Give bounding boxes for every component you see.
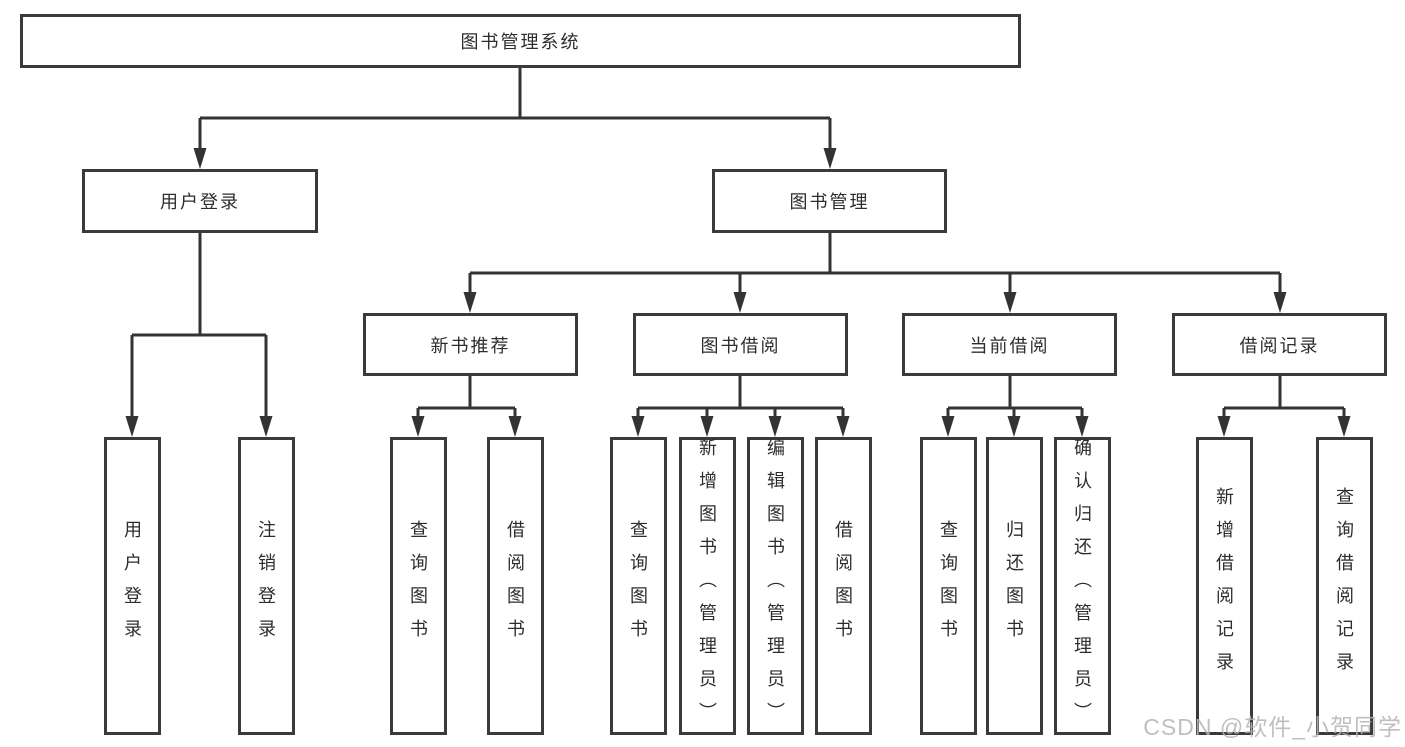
connector-book-management-to-level3 xyxy=(468,233,1282,295)
node-borrow-records-label: 借阅记录 xyxy=(1239,335,1320,356)
leaf-confirm-return-admin: 确认归还（管理员） xyxy=(1053,437,1111,735)
csdn-watermark: CSDN @软件_小贺同学 xyxy=(1143,714,1402,740)
leaf-query-books-current-label: 查询图书 xyxy=(938,520,958,652)
node-root-label: 图书管理系统 xyxy=(460,32,581,52)
leaf-query-books-current: 查询图书 xyxy=(919,437,977,735)
connector-new-book-recommend-to-leaves xyxy=(416,376,517,419)
leaf-user-login-label: 用户登录 xyxy=(122,520,142,652)
node-new-book-recommend-label: 新书推荐 xyxy=(430,335,511,356)
leaf-return-book-label: 归还图书 xyxy=(1004,520,1024,652)
node-new-book-recommend: 新书推荐 xyxy=(363,313,578,376)
leaf-query-borrow-record: 查询借阅记录 xyxy=(1315,437,1373,735)
leaf-query-books-borrow-label: 查询图书 xyxy=(628,520,648,652)
leaf-return-book: 归还图书 xyxy=(985,437,1043,735)
node-book-borrow: 图书借阅 xyxy=(633,313,848,376)
node-user-login-label: 用户登录 xyxy=(160,192,240,212)
leaf-query-books-recommend-label: 查询图书 xyxy=(408,520,428,652)
connector-root-to-level2 xyxy=(198,68,832,150)
leaf-logout: 注销登录 xyxy=(237,437,295,735)
node-book-borrow-label: 图书借阅 xyxy=(700,335,781,356)
node-current-borrow: 当前借阅 xyxy=(902,313,1117,376)
leaf-borrow-books-recommend: 借阅图书 xyxy=(486,437,544,735)
leaf-user-login: 用户登录 xyxy=(103,437,161,735)
leaf-borrow-books-recommend-label: 借阅图书 xyxy=(505,520,525,652)
leaf-borrow-books: 借阅图书 xyxy=(814,437,872,735)
leaf-add-borrow-record-label: 新增借阅记录 xyxy=(1214,487,1234,685)
node-user-login: 用户登录 xyxy=(82,169,318,233)
connector-borrow-records-to-leaves xyxy=(1222,376,1346,419)
connector-book-borrow-to-leaves xyxy=(636,376,845,419)
connector-user-login-to-leaves xyxy=(130,233,268,419)
leaf-confirm-return-admin-label: 确认归还（管理员） xyxy=(1072,437,1092,735)
leaf-add-book-admin: 新增图书（管理员） xyxy=(678,437,736,735)
leaf-edit-book-admin: 编辑图书（管理员） xyxy=(746,437,804,735)
node-root: 图书管理系统 xyxy=(20,14,1021,68)
node-current-borrow-label: 当前借阅 xyxy=(969,335,1050,356)
leaf-add-borrow-record: 新增借阅记录 xyxy=(1195,437,1253,735)
connector-current-borrow-to-leaves xyxy=(946,376,1084,419)
leaf-logout-label: 注销登录 xyxy=(256,520,276,652)
leaf-query-books-borrow: 查询图书 xyxy=(609,437,667,735)
node-book-management-label: 图书管理 xyxy=(789,192,870,212)
node-borrow-records: 借阅记录 xyxy=(1172,313,1387,376)
leaf-query-books-recommend: 查询图书 xyxy=(389,437,447,735)
node-book-management: 图书管理 xyxy=(712,169,947,233)
leaf-query-borrow-record-label: 查询借阅记录 xyxy=(1334,487,1354,685)
leaf-edit-book-admin-label: 编辑图书（管理员） xyxy=(765,437,785,735)
leaf-borrow-books-label: 借阅图书 xyxy=(833,520,853,652)
arrowheads xyxy=(125,148,1351,437)
leaf-add-book-admin-label: 新增图书（管理员） xyxy=(697,437,717,735)
